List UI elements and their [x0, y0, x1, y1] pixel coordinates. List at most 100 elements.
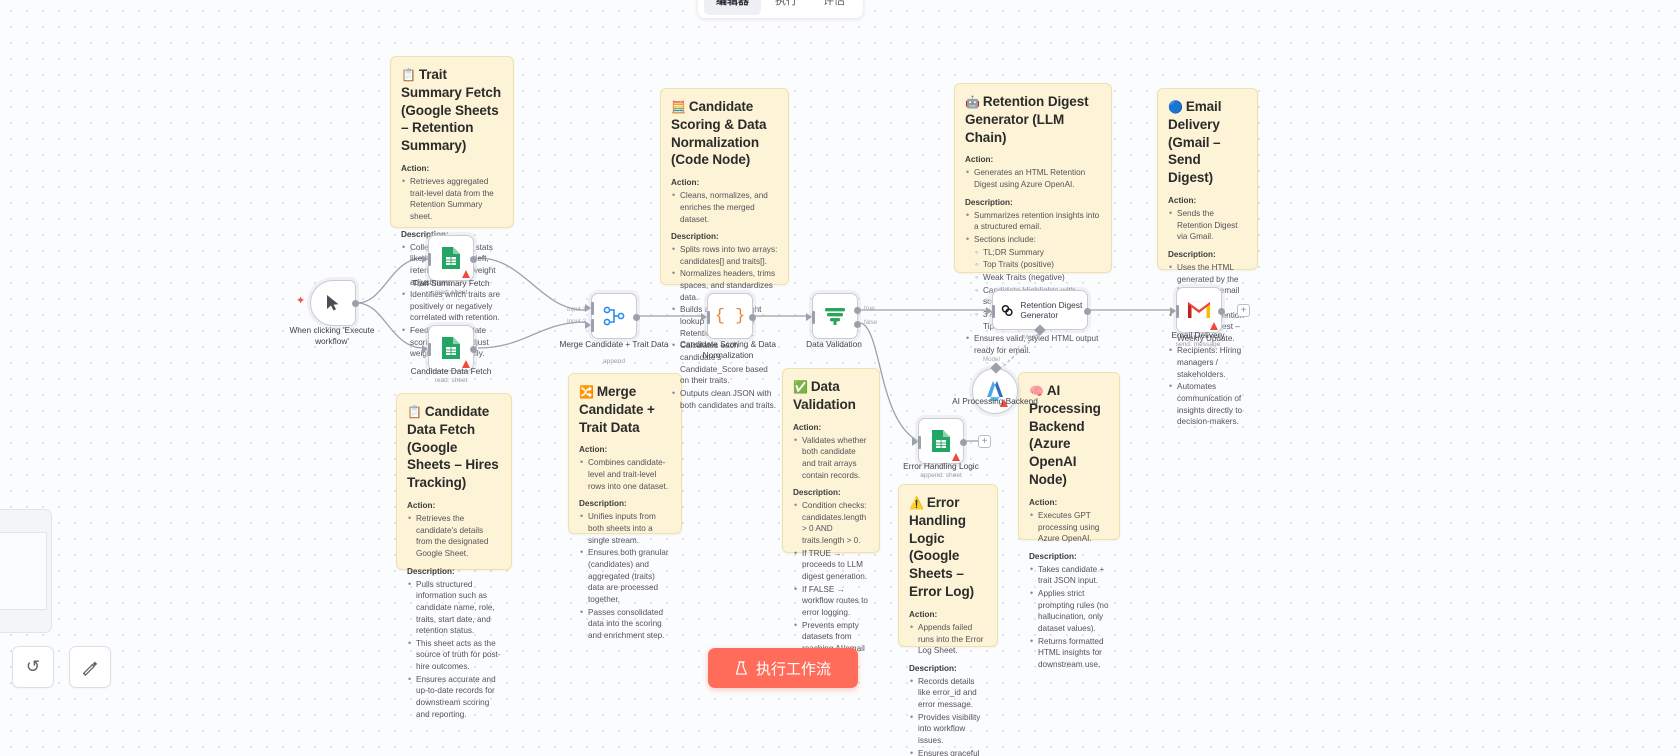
section-heading-action: Action:	[579, 445, 608, 455]
sticky-error-handling-logic[interactable]: ⚠️Error Handling Logic (Google Sheets – …	[898, 484, 998, 756]
list-item: TL;DR Summary	[974, 246, 1101, 259]
sticky-ai-processing-backend[interactable]: 🧠AI Processing Backend (Azure OpenAI Nod…	[1018, 372, 1120, 669]
input-port-1[interactable]	[591, 302, 594, 315]
output-port-false[interactable]	[854, 321, 861, 328]
list-item: Executes GPT processing using Azure Open…	[1029, 509, 1109, 545]
node-error-handling-logic[interactable]	[912, 418, 967, 464]
list-item: Sends the Retention Digest via Gmail.	[1168, 207, 1247, 243]
filter-icon	[825, 308, 845, 325]
node-label-trait-summary-fetch: Trait Summary Fetch	[412, 278, 490, 288]
input-port[interactable]	[428, 253, 431, 266]
merge-input-1-label: Input 1	[567, 306, 586, 313]
sticky-merge-candidate-trait[interactable]: 🔀Merge Candidate + Trait Data Action: Co…	[568, 373, 682, 640]
tab-evaluations[interactable]: 评估	[823, 0, 845, 7]
sticky-list-tail: Ensures valid, styled HTML output ready …	[965, 332, 1101, 356]
node-when-clicking-execute-workflow[interactable]	[310, 280, 359, 326]
input-arrow-icon	[422, 345, 428, 353]
list-item: Ensures accurate and up-to-date records …	[407, 673, 501, 721]
sticky-title: 🧮Candidate Scoring & Data Normalization …	[671, 99, 767, 168]
list-item: Weak Traits (negative)	[974, 271, 1101, 284]
minimap-viewport[interactable]	[0, 532, 47, 610]
list-item: Outputs clean JSON with both candidates …	[671, 387, 778, 411]
input-arrow-icon	[986, 307, 992, 315]
input-arrow-icon	[422, 255, 428, 263]
section-heading-action: Action:	[401, 164, 430, 174]
tidy-up-button[interactable]	[69, 646, 111, 688]
section-heading-action: Action:	[793, 422, 822, 432]
blue-circle-icon: 🔵	[1168, 100, 1183, 114]
sticky-list-action: Executes GPT processing using Azure Open…	[1029, 509, 1109, 545]
input-port[interactable]	[1176, 305, 1179, 318]
input-port[interactable]	[918, 436, 921, 449]
sticky-data-validation[interactable]: ✅Data Validation Action: Validates wheth…	[782, 368, 880, 665]
sticky-list-description: Summarizes retention insights into a str…	[965, 209, 1101, 246]
model-port[interactable]	[990, 362, 1002, 374]
section-heading-description: Description:	[1168, 250, 1216, 259]
input-port[interactable]	[707, 311, 710, 324]
node-warning-icon	[462, 360, 470, 368]
merge-input-2-label: Input 2	[567, 318, 586, 325]
output-port[interactable]	[1084, 308, 1091, 315]
add-node-button-email[interactable]: +	[1237, 304, 1250, 317]
cursor-icon	[327, 295, 339, 311]
node-ai-processing-backend[interactable]	[972, 362, 1018, 414]
input-port[interactable]	[992, 305, 995, 318]
output-port[interactable]	[633, 314, 640, 321]
sticky-title: 📋Trait Summary Fetch (Google Sheets – Re…	[401, 67, 501, 154]
list-item: Calculates each candidate's Candidate_Sc…	[671, 339, 778, 387]
node-merge-candidate-trait-data[interactable]	[585, 293, 640, 339]
node-candidate-scoring-data-normalization[interactable]: { }	[701, 293, 756, 339]
sticky-candidate-data-fetch[interactable]: 📋Candidate Data Fetch (Google Sheets – H…	[396, 393, 512, 719]
node-warning-icon	[952, 453, 960, 461]
list-item: Cleans, normalizes, and enriches the mer…	[671, 189, 778, 225]
input-arrow-1-icon	[585, 304, 591, 312]
output-port[interactable]	[352, 300, 359, 307]
input-arrow-icon	[1170, 307, 1176, 315]
node-label-merge: Merge Candidate + Trait Data	[559, 339, 669, 349]
sticky-retention-digest-generator[interactable]: 🤖Retention Digest Generator (LLM Chain) …	[954, 83, 1112, 355]
node-sublabel-error-handling-logic: append: sheet	[920, 472, 962, 479]
list-item: Pulls structured information such as can…	[407, 578, 501, 637]
execute-workflow-button[interactable]: 执行工作流	[708, 648, 858, 688]
section-heading-description: Description:	[401, 229, 449, 239]
node-trait-summary-fetch[interactable]	[422, 235, 477, 281]
output-port[interactable]	[749, 314, 756, 321]
google-sheets-icon	[442, 247, 460, 269]
output-port-true[interactable]	[854, 307, 861, 314]
node-data-validation[interactable]	[806, 293, 861, 339]
input-arrow-icon	[701, 313, 707, 321]
input-port[interactable]	[812, 311, 815, 324]
minimap[interactable]	[0, 509, 52, 633]
node-email-delivery[interactable]	[1170, 287, 1225, 333]
output-port[interactable]	[1218, 308, 1225, 315]
input-port[interactable]	[428, 343, 431, 356]
add-node-button-error[interactable]: +	[978, 435, 991, 448]
section-heading-action: Action:	[407, 501, 436, 511]
sticky-email-delivery[interactable]: 🔵Email Delivery (Gmail – Send Digest) Ac…	[1157, 88, 1258, 426]
input-arrow-icon	[912, 438, 918, 446]
node-candidate-data-fetch[interactable]	[422, 325, 477, 371]
output-port[interactable]	[960, 439, 967, 446]
input-port-2[interactable]	[591, 319, 594, 332]
output-port[interactable]	[470, 346, 477, 353]
input-arrow-icon	[806, 313, 812, 321]
output-port[interactable]	[470, 256, 477, 263]
output-label-true: true	[864, 305, 875, 312]
sticky-candidate-scoring[interactable]: 🧮Candidate Scoring & Data Normalization …	[660, 88, 789, 410]
warning-icon: ⚠️	[909, 496, 924, 510]
undo-button[interactable]: ↺	[12, 646, 54, 688]
list-item: Sections include:	[965, 233, 1101, 246]
sticky-trait-summary-fetch[interactable]: 📋Trait Summary Fetch (Google Sheets – Re…	[390, 56, 514, 358]
node-retention-digest-generator[interactable]: Retention Digest Generator	[986, 290, 1091, 336]
flask-icon	[735, 660, 748, 675]
model-port-label-top: Model	[1023, 334, 1040, 341]
list-item: Combines candidate-level and trait-level…	[579, 456, 671, 492]
node-warning-icon	[462, 270, 470, 278]
node-label-error-handling-logic: Error Handling Logic	[903, 461, 979, 471]
tab-executions[interactable]: 执行	[775, 0, 797, 7]
section-heading-action: Action:	[965, 155, 994, 165]
list-item: Validates whether both candidate and tra…	[793, 434, 869, 482]
editor-tabbar[interactable]: 编辑器 执行 评估	[698, 0, 863, 18]
tab-editor[interactable]: 编辑器	[704, 0, 761, 15]
